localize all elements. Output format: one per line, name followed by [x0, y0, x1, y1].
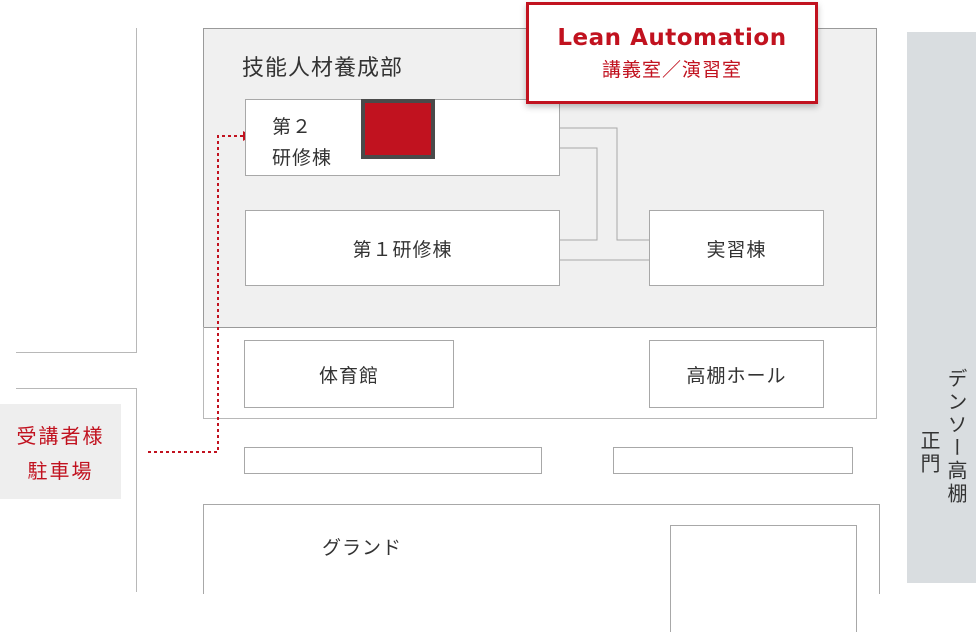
building-1-training: 第１研修棟 — [245, 210, 560, 286]
ground-building — [670, 525, 857, 632]
route-dotted-line — [148, 135, 246, 453]
parking-label-line1: 受講者様 — [16, 423, 105, 448]
campus-title: 技能人材養成部 — [242, 56, 404, 81]
connector-2-to-practice — [560, 127, 650, 241]
strip-right — [613, 447, 853, 474]
lecture-room-marker[interactable] — [361, 99, 435, 159]
connector-2-to-1 — [560, 147, 598, 241]
ground-area — [203, 504, 880, 594]
gym-label: 体育館 — [318, 364, 379, 387]
building-2-label-line1: 第２ — [272, 116, 313, 138]
hall-label: 高棚ホール — [686, 364, 787, 387]
building-hall: 高棚ホール — [649, 340, 824, 408]
building-1-label: 第１研修棟 — [352, 238, 453, 261]
parking-area[interactable]: 受講者様 駐車場 — [0, 404, 121, 499]
strip-left — [244, 447, 542, 474]
callout-title: Lean Automation — [557, 24, 787, 51]
callout-subtitle: 講義室／演習室 — [601, 58, 742, 81]
gate-label-line2: 正門 — [917, 430, 941, 476]
road-horizontal-upper — [16, 352, 137, 353]
parking-label-line2: 駐車場 — [27, 458, 94, 483]
building-practice: 実習棟 — [649, 210, 824, 286]
practice-label: 実習棟 — [706, 238, 767, 261]
road-left-vertical-lower — [136, 388, 137, 592]
campus-lower-border-left — [203, 327, 204, 419]
road-left-vertical — [136, 28, 137, 353]
gate-label-line1: デンソー高棚 — [944, 368, 968, 506]
building-gym: 体育館 — [244, 340, 454, 408]
main-gate: デンソー高棚 正門 — [907, 32, 976, 583]
campus-lower-border-bottom — [203, 418, 877, 419]
ground-label: グランド — [322, 537, 403, 559]
campus-lower-border-right — [876, 327, 877, 419]
road-horizontal-lower — [16, 388, 137, 389]
lean-automation-callout[interactable]: Lean Automation 講義室／演習室 — [526, 2, 818, 104]
building-2-label-line2: 研修棟 — [272, 147, 333, 169]
